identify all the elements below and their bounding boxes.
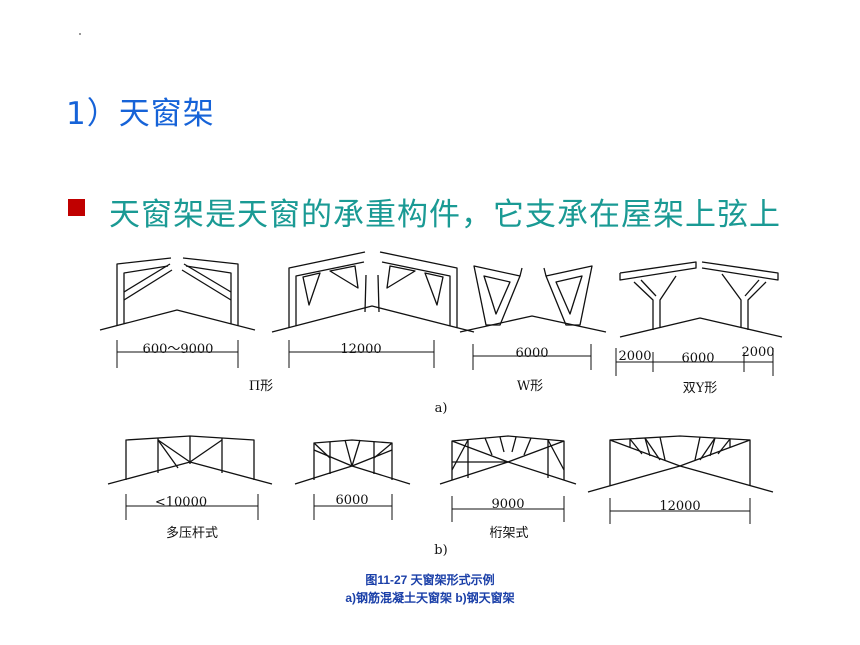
double-y-frame-drawing — [619, 261, 783, 338]
label-a: a) — [435, 401, 448, 416]
dim-multi-strut: <10000 — [155, 495, 207, 510]
dim-y-mid: 6000 — [681, 351, 714, 366]
name-w: W形 — [517, 379, 543, 394]
pi-frame-drawing — [99, 257, 256, 331]
truss-frame-large-drawing — [587, 435, 774, 493]
w-frame-large-drawing — [271, 251, 475, 333]
bullet-text: 天窗架是天窗的承重构件，它支承在屋架上弦上 — [109, 197, 781, 233]
dim-truss-small: 6000 — [335, 493, 368, 508]
dim-w-small: 6000 — [515, 346, 548, 361]
w-frame-small-drawing — [459, 265, 607, 333]
dim-truss-large: 12000 — [659, 499, 700, 514]
name-multi-strut: 多压杆式 — [166, 525, 218, 541]
name-truss: 桁架式 — [489, 526, 528, 541]
label-b: b) — [434, 543, 447, 558]
name-double-y: 双Y形 — [683, 381, 718, 396]
dim-w-large: 12000 — [340, 342, 381, 357]
dim-truss-medium: 9000 — [491, 497, 524, 512]
dim-pi: 600～9000 — [143, 342, 214, 357]
bullet-item: 天窗架是天窗的承重构件，它支承在屋架上弦上 — [68, 189, 781, 234]
dot-mark — [79, 33, 81, 35]
dim-y-left: 2000 — [618, 349, 651, 364]
truss-frame-small-drawing — [294, 439, 411, 485]
section-heading: 1）天窗架 — [66, 96, 215, 132]
truss-frame-medium-drawing — [439, 435, 577, 485]
name-pi: Π形 — [249, 379, 273, 394]
dim-y-right: 2000 — [741, 345, 774, 360]
figure-caption-subtitle: a)钢筋混凝土天窗架 b)钢天窗架 — [345, 591, 515, 605]
figure-caption-title: 图11-27 天窗架形式示例 — [365, 573, 495, 587]
multi-strut-frame-drawing — [107, 435, 273, 485]
bullet-square-icon — [68, 199, 85, 216]
